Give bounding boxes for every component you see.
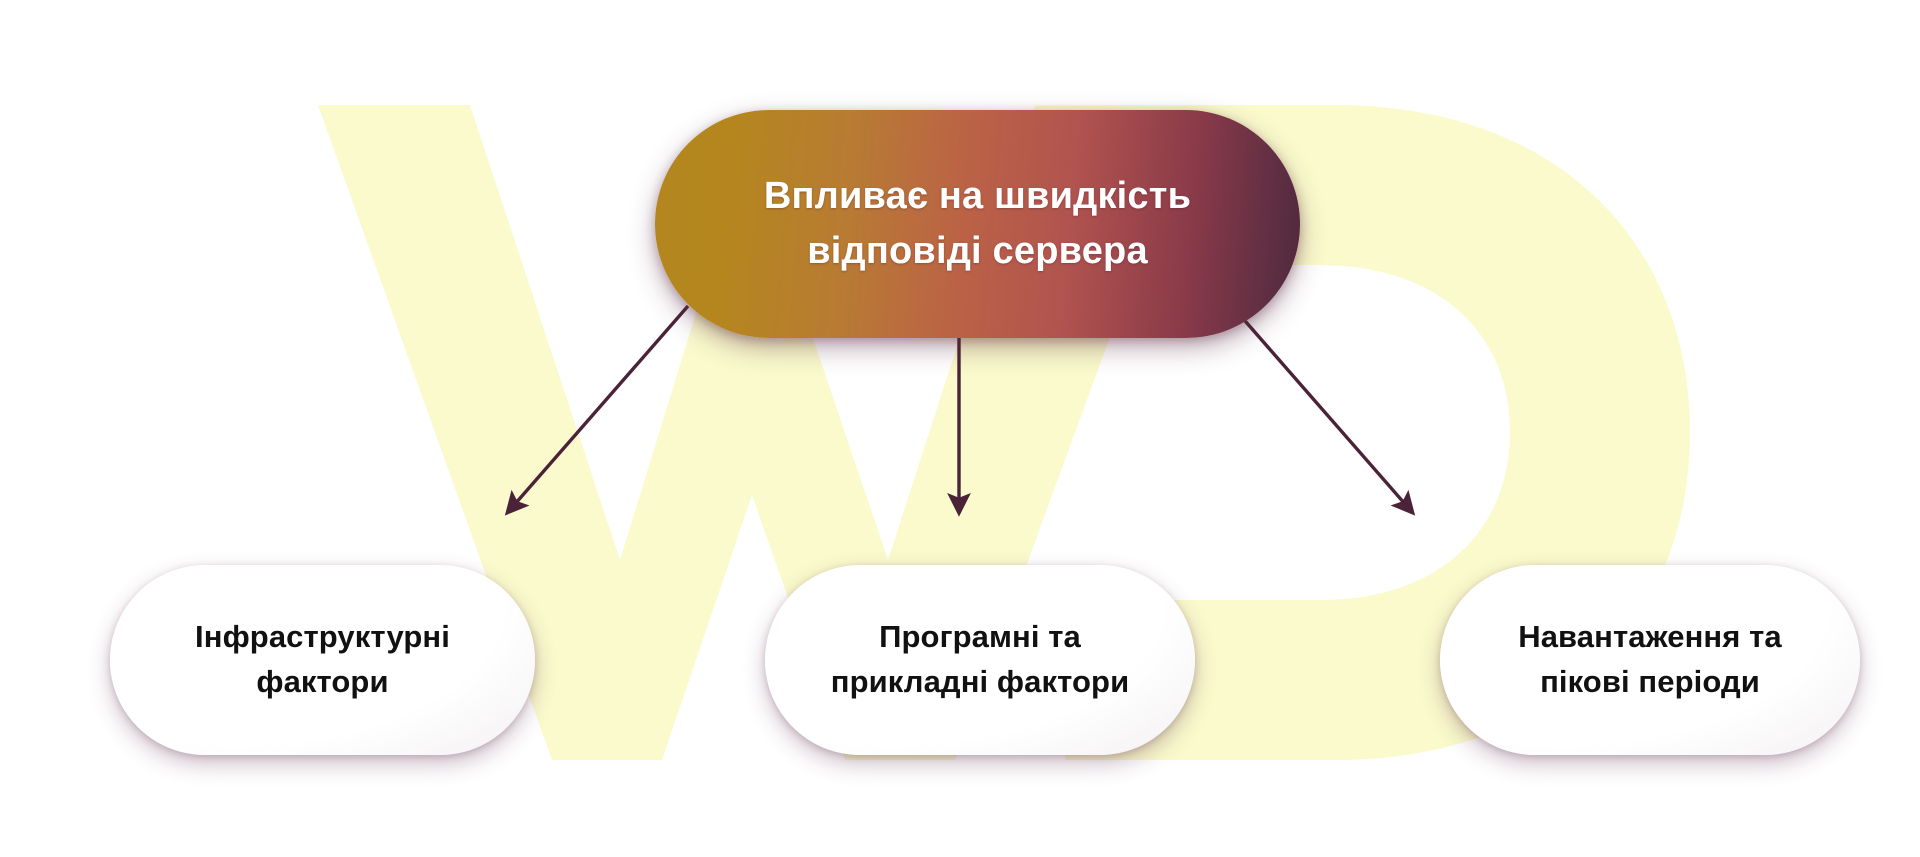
leaf-node-label: Інфраструктурні фактори bbox=[195, 619, 450, 699]
root-node[interactable]: Впливає на швидкість відповіді сервера bbox=[655, 110, 1300, 338]
leaf-node-infrastructure[interactable]: Інфраструктурні фактори bbox=[110, 565, 535, 755]
leaf-node-software[interactable]: Програмні та прикладні фактори bbox=[765, 565, 1195, 755]
leaf-node-load[interactable]: Навантаження та пікові періоди bbox=[1440, 565, 1860, 755]
arrow-root-to-leaf-2 bbox=[1230, 304, 1416, 516]
root-node-label: Впливає на швидкість відповіді сервера bbox=[763, 174, 1192, 272]
leaf-node-label: Програмні та прикладні фактори bbox=[830, 619, 1130, 699]
arrow-root-to-leaf-0 bbox=[504, 304, 690, 516]
leaf-node-label: Навантаження та пікові періоди bbox=[1518, 619, 1782, 699]
